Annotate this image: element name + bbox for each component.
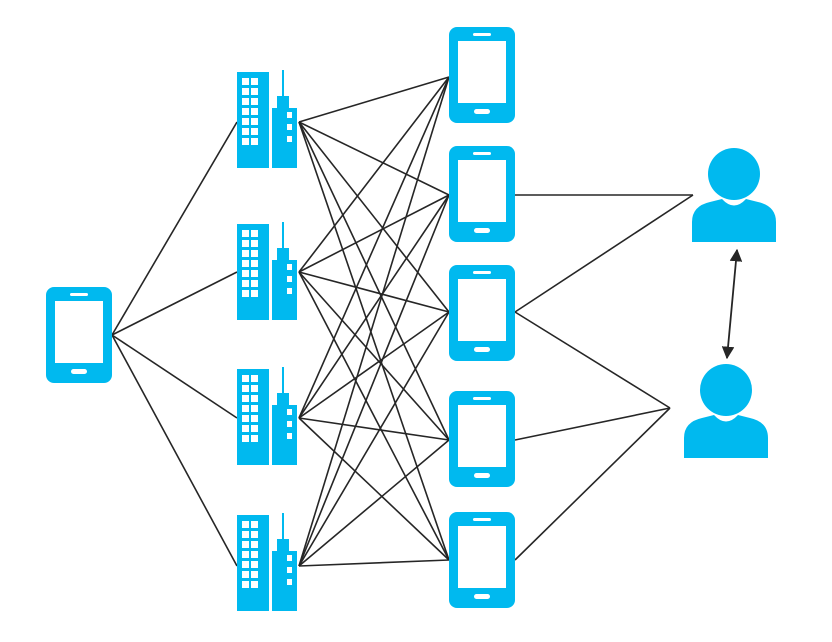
edge-building-4-to-phone-5	[298, 559, 450, 567]
edge-source-to-building-2	[111, 271, 238, 336]
user-link	[721, 248, 743, 360]
edge-building-1-to-phone-4	[298, 121, 450, 441]
smartphone-icon	[46, 287, 112, 383]
edge-building-2-to-phone-4	[298, 271, 450, 441]
edge-building-4-to-phone-3	[298, 311, 450, 567]
office-building-icon	[237, 367, 297, 465]
edge-building-2-to-phone-2	[298, 194, 450, 273]
office-building-icon	[237, 222, 297, 320]
edge-building-4-to-phone-2	[298, 194, 450, 567]
edge-phone-4-to-user-2	[514, 407, 671, 441]
smartphone-icon	[449, 146, 515, 242]
user-icon	[692, 148, 776, 242]
edge-building-4-to-phone-1	[298, 76, 450, 567]
edge-building-3-to-phone-3	[298, 311, 450, 419]
edge-building-4-to-phone-4	[298, 439, 450, 567]
edge-building-2-to-phone-5	[298, 271, 450, 561]
edge-building-3-to-phone-2	[298, 194, 450, 419]
edge-building-1-to-phone-5	[298, 121, 450, 561]
connection-lines	[111, 76, 694, 567]
edge-building-2-to-phone-3	[298, 271, 450, 313]
edge-building-1-to-phone-1	[298, 76, 450, 123]
edge-building-3-to-phone-5	[298, 417, 450, 561]
edge-phone-3-to-user-1	[514, 194, 694, 313]
edge-building-3-to-phone-1	[298, 76, 450, 419]
edge-source-to-building-1	[111, 121, 238, 336]
office-building-icon	[237, 70, 297, 168]
smartphone-icon	[449, 27, 515, 123]
smartphone-icon	[449, 265, 515, 361]
edge-source-to-building-4	[111, 334, 238, 567]
edge-building-3-to-phone-4	[298, 417, 450, 441]
smartphone-icon	[449, 391, 515, 487]
edge-building-1-to-phone-3	[298, 121, 450, 313]
edge-building-1-to-phone-2	[298, 121, 450, 196]
edge-source-to-building-3	[111, 334, 238, 419]
user-icon	[684, 364, 768, 458]
edge-phone-5-to-user-2	[514, 407, 671, 561]
edge-phone-3-to-user-2	[514, 311, 671, 409]
smartphone-icon	[449, 512, 515, 608]
bidirectional-arrow	[721, 248, 743, 360]
edge-building-2-to-phone-1	[298, 76, 450, 273]
office-building-icon	[237, 513, 297, 611]
